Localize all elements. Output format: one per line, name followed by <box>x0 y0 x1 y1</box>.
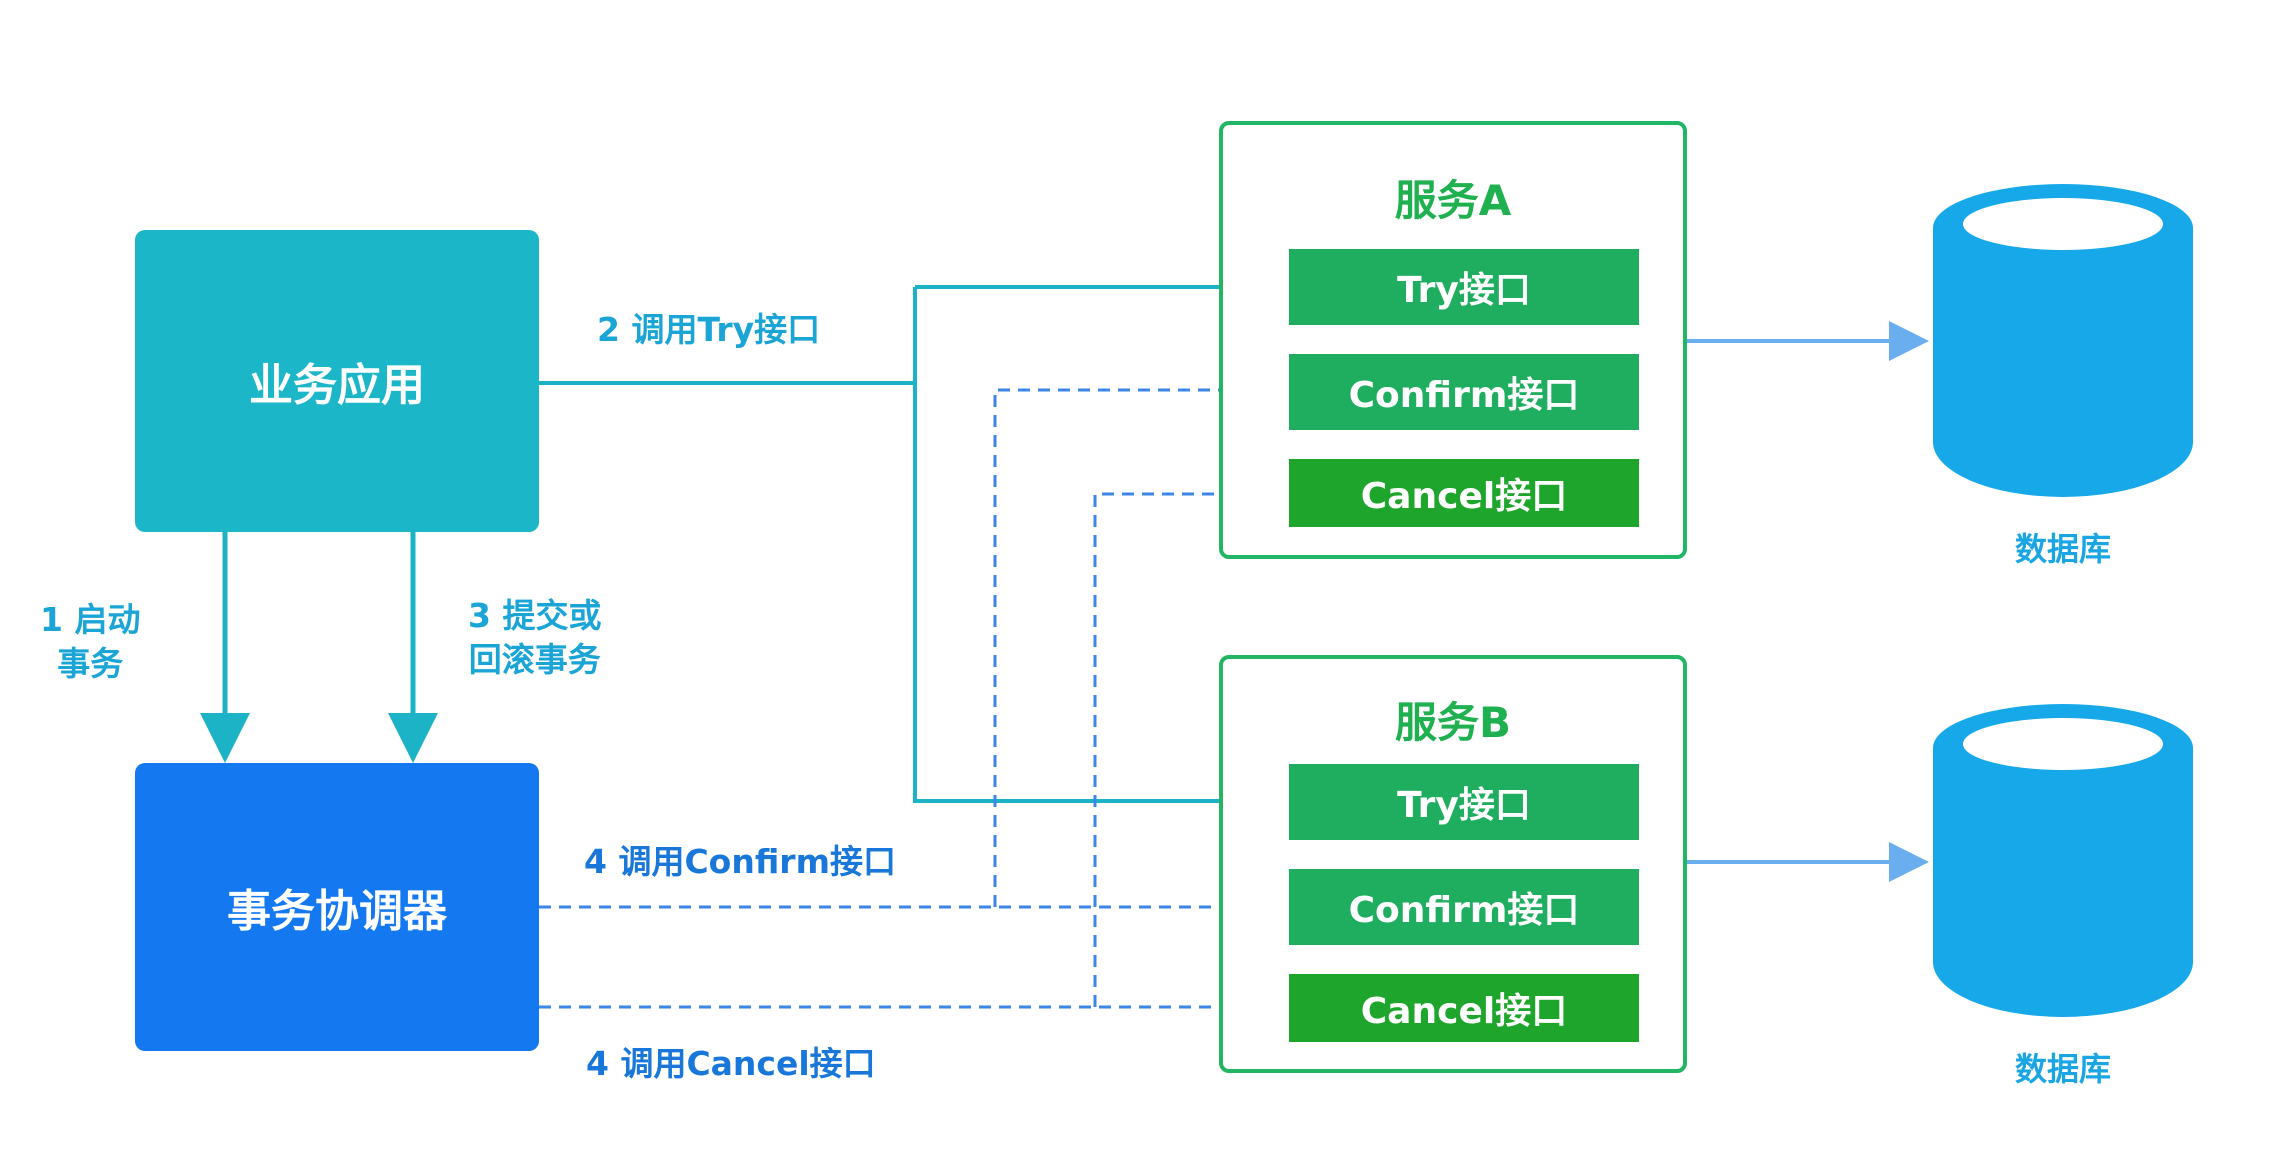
business-app-box: 业务应用 <box>135 230 539 532</box>
database-b-label: 数据库 <box>2014 1050 2111 1088</box>
service-b-try-interface: Try接口 <box>1289 764 1639 840</box>
business-app-label: 业务应用 <box>249 360 425 411</box>
label-commit-rollback-line2: 回滚事务 <box>468 640 601 679</box>
label-commit-rollback-line1: 3 提交或 <box>468 596 602 635</box>
service-a-cancel-interface: Cancel接口 <box>1289 459 1639 527</box>
label-commit-rollback: 3 提交或 回滚事务 <box>468 594 601 682</box>
service-b-confirm-label: Confirm接口 <box>1348 890 1580 931</box>
service-b-cancel-label: Cancel接口 <box>1360 991 1568 1032</box>
service-a-try-interface: Try接口 <box>1289 249 1639 325</box>
service-a-title: 服务A <box>1394 176 1512 225</box>
label-call-try: 2 调用Try接口 <box>597 310 821 349</box>
transaction-coordinator-label: 事务协调器 <box>227 886 447 937</box>
label-start-transaction-line1: 1 启动 <box>40 600 141 639</box>
label-call-confirm: 4 调用Confirm接口 <box>584 842 896 881</box>
arrow-confirm-a <box>993 375 1288 907</box>
service-a-confirm-interface: Confirm接口 <box>1289 354 1639 430</box>
label-start-transaction: 1 启动 事务 <box>40 598 140 686</box>
service-a-try-label: Try接口 <box>1397 270 1531 311</box>
database-a-label: 数据库 <box>2014 530 2111 568</box>
service-b-title: 服务B <box>1394 698 1511 747</box>
service-a-confirm-label: Confirm接口 <box>1348 375 1580 416</box>
transaction-coordinator-box: 事务协调器 <box>135 763 539 1051</box>
arrow-cancel-a <box>1093 479 1288 1007</box>
service-a-cancel-label: Cancel接口 <box>1360 476 1568 517</box>
arrow-try-b <box>913 383 1289 821</box>
label-call-cancel: 4 调用Cancel接口 <box>586 1044 876 1083</box>
service-b-confirm-interface: Confirm接口 <box>1289 869 1639 945</box>
service-b-try-label: Try接口 <box>1397 785 1531 826</box>
database-cylinder-icon <box>1933 184 2193 497</box>
database-cylinder-icon <box>1933 704 2193 1017</box>
service-b-cancel-interface: Cancel接口 <box>1289 974 1639 1042</box>
label-start-transaction-line2: 事务 <box>57 644 124 683</box>
